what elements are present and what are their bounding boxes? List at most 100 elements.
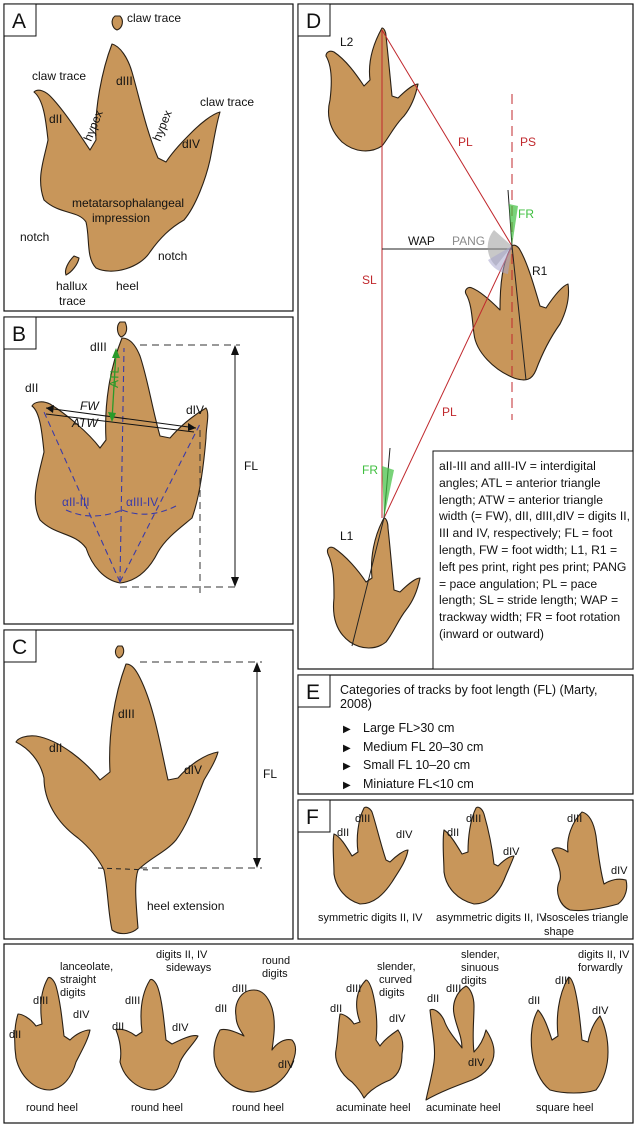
label-sl: SL [362,273,377,287]
g1-dIV: dIV [73,1009,90,1021]
label-fw: FW [80,399,100,413]
label-alpha-ii-iii: αII-III [62,495,90,509]
f3-dIV: dIV [611,865,628,877]
g1-top-2: straight [60,974,96,986]
bullet-icon: ▶ [343,779,351,791]
pl-line-bottom [383,245,513,519]
category-item: ▶Miniature FL<10 cm [343,776,630,795]
f3-dIII: dIII [567,813,582,825]
panel-a: A claw trace claw trace claw trace dII d… [3,3,294,312]
f-track-sideways [115,978,199,1091]
panel-d-letter: D [306,10,321,33]
g3-dIV: dIV [278,1059,295,1071]
f2-dIII: dIII [466,813,481,825]
g2-dIV: dIV [172,1022,189,1034]
label-pang: PANG [452,234,485,248]
label-atl: ATL [107,366,122,388]
panel-f-letter: F [306,806,319,829]
bullet-icon: ▶ [343,761,351,772]
g1-dII: dII [9,1029,21,1041]
label-claw-trace-right: claw trace [200,95,254,109]
label-b-dII: dII [25,381,38,395]
g4-top-1: slender, [377,961,416,973]
panel-a-hallux-trace [64,255,80,276]
label-heel-extension: heel extension [147,899,224,913]
f-track-curved [335,979,404,1099]
label-claw-trace-left: claw trace [32,69,86,83]
label-impression: impression [92,211,150,225]
label-c-fl: FL [263,767,277,781]
g4-top-2: curved [379,974,412,986]
g5-dIV: dIV [468,1057,485,1069]
label-heel: heel [116,279,139,293]
panel-b: B dIII dII dIV A [3,316,294,625]
g4-heel: acuminate heel [336,1102,411,1114]
panel-b-track [31,337,209,584]
label-hallux: hallux [56,279,87,293]
g5-top-1: slender, [461,949,500,961]
panel-d-tag [297,3,331,37]
category-item: ▶Medium FL 20–30 cm [343,739,630,758]
g5-dIII: dIII [446,983,461,995]
panel-c-letter: C [12,636,27,659]
g2-dII: dII [112,1021,124,1033]
panel-f: F dIII dII dIV symmetric digits II, IV d… [3,799,634,1124]
panel-c-claw-dIII [114,645,125,659]
g4-dIV: dIV [389,1013,406,1025]
f1-dIII: dIII [355,813,370,825]
g6-dII: dII [528,995,540,1007]
g6-dIV: dIV [592,1005,609,1017]
g2-heel: round heel [131,1102,183,1114]
label-c-dIV: dIV [184,763,202,777]
label-claw-trace-top: claw trace [127,11,181,25]
label-fr-bottom: FR [362,463,378,477]
track-l1 [326,517,421,649]
fr-wedge-bottom [382,466,394,518]
f2-caption: asymmetric digits II, IV [436,912,547,924]
label-a-dIII: dIII [116,74,133,88]
f-track-symmetric [332,806,409,905]
label-hallux-trace: trace [59,294,86,308]
g5-top-3: digits [461,975,487,987]
label-ps: PS [520,135,536,149]
label-r1: R1 [532,264,548,278]
f-track-asymmetric [442,806,515,905]
f-track-sinuous [425,985,495,1101]
panel-f-bottom-frame [3,943,634,1124]
f3-caption-2: shape [544,926,574,938]
g1-heel: round heel [26,1102,78,1114]
pl-line-top [381,29,513,247]
f1-dIV: dIV [396,829,413,841]
bullet-icon: ▶ [343,742,351,754]
g6-heel: square heel [536,1102,594,1114]
g5-dII: dII [427,993,439,1005]
g5-top-2: sinuous [461,962,499,974]
label-c-dII: dII [49,741,62,755]
label-b-dIV: dIV [186,403,204,417]
axis-l1 [351,517,385,647]
panel-e-categories: Categories of tracks by foot length (FL)… [340,683,630,794]
g3-heel: round heel [232,1102,284,1114]
axis-r1 [511,245,527,381]
panel-d: D L2 R1 L1 PL PS FR WAP PANG SL PL [297,3,634,670]
label-c-dIII: dIII [118,707,135,721]
g2-top-1: digits II, IV [156,949,208,961]
label-pl-top: PL [458,135,473,149]
panel-b-tag [3,316,37,350]
label-alpha-iii-iv: αIII-IV [126,495,158,509]
label-a-dIV: dIV [182,137,200,151]
bullet-icon: ▶ [343,724,351,735]
track-r1 [464,244,570,381]
label-atw: ATW [71,416,99,430]
g5-heel: acuminate heel [426,1102,501,1114]
label-a-dII: dII [49,112,62,126]
g4-top-3: digits [379,987,405,999]
f1-dII: dII [337,827,349,839]
track-l2 [325,27,419,152]
g6-dIII: dIII [555,975,570,987]
panel-f-tag [297,799,331,833]
g2-dIII: dIII [125,995,140,1007]
category-list: ▶Large FL>30 cm ▶Medium FL 20–30 cm ▶Sma… [340,720,630,794]
panel-c: C dII dIII dIV FL heel extension [3,629,294,940]
